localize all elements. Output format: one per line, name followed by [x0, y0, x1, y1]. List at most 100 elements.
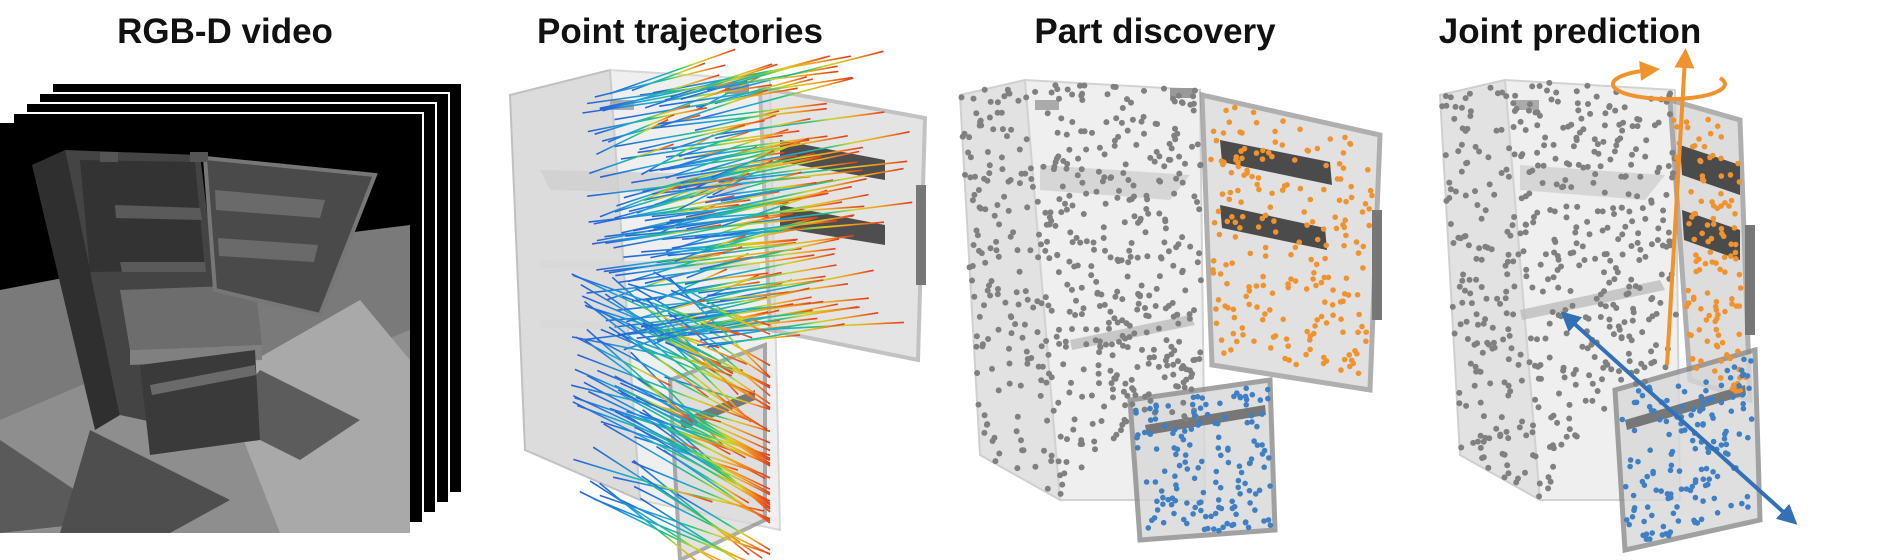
point	[1213, 137, 1220, 144]
point	[1132, 392, 1139, 399]
point	[1325, 274, 1332, 281]
point	[1215, 434, 1222, 441]
trajectory	[586, 328, 694, 424]
point	[1081, 82, 1088, 89]
point	[1539, 180, 1546, 186]
point	[1649, 530, 1655, 536]
trajectory	[641, 475, 763, 559]
point	[1006, 345, 1012, 352]
point	[1125, 259, 1132, 266]
point	[1028, 355, 1035, 361]
point	[995, 387, 1002, 394]
point	[1501, 474, 1508, 481]
point	[1516, 424, 1523, 431]
point	[1243, 402, 1249, 408]
point	[1535, 363, 1541, 370]
trajectory	[632, 459, 750, 556]
point	[1147, 405, 1153, 412]
point	[1247, 250, 1254, 257]
trajectory	[697, 334, 801, 347]
point	[1189, 143, 1195, 150]
point	[1221, 414, 1228, 421]
point	[1558, 441, 1565, 448]
point	[1456, 283, 1463, 290]
point	[1545, 276, 1551, 283]
trajectory	[614, 87, 798, 121]
point	[1269, 290, 1276, 297]
point	[1044, 485, 1051, 492]
point	[1235, 477, 1242, 484]
point	[1187, 101, 1194, 108]
point	[1137, 292, 1143, 299]
point	[1083, 326, 1089, 333]
point	[1034, 298, 1041, 305]
trajectory	[676, 146, 863, 179]
trajectory	[647, 107, 827, 130]
point	[1024, 204, 1031, 211]
point	[1238, 469, 1245, 476]
point	[1342, 134, 1348, 141]
point	[1160, 494, 1166, 501]
trajectory	[719, 269, 874, 302]
point	[991, 212, 998, 219]
point	[1052, 82, 1059, 89]
point	[1074, 172, 1081, 179]
point	[1447, 94, 1454, 101]
point	[1718, 155, 1724, 162]
point	[1251, 438, 1257, 444]
point	[1172, 136, 1179, 143]
point	[972, 173, 978, 180]
point	[1463, 402, 1470, 409]
point	[984, 287, 991, 294]
point	[1656, 164, 1663, 171]
point	[1523, 266, 1530, 273]
point	[1476, 245, 1483, 252]
point	[1152, 479, 1159, 485]
point	[1323, 358, 1330, 364]
point	[1014, 413, 1021, 420]
point	[1024, 360, 1031, 367]
point	[1288, 251, 1294, 258]
point	[1161, 239, 1168, 246]
trajectory	[577, 354, 751, 422]
point	[1013, 428, 1020, 435]
point	[1303, 351, 1309, 358]
point	[1503, 288, 1510, 295]
point	[1352, 348, 1358, 354]
point	[1241, 172, 1247, 178]
trajectory	[586, 80, 748, 105]
point	[1253, 150, 1260, 156]
point	[1220, 130, 1227, 136]
point	[1477, 399, 1484, 406]
point	[1360, 243, 1367, 250]
point	[1170, 262, 1177, 269]
point	[1442, 93, 1449, 100]
point	[1670, 510, 1677, 517]
point	[1175, 383, 1181, 390]
trajectory	[614, 119, 765, 148]
point	[1692, 494, 1699, 501]
point	[1637, 173, 1644, 180]
trajectory	[603, 247, 802, 273]
point	[1013, 289, 1020, 296]
point	[1247, 500, 1253, 506]
point	[1170, 361, 1177, 368]
point	[1259, 215, 1266, 222]
point	[1522, 229, 1529, 236]
point	[1707, 154, 1713, 161]
point	[1479, 455, 1486, 461]
point	[1111, 142, 1118, 149]
point	[1311, 270, 1317, 276]
point	[1688, 189, 1694, 195]
point	[1259, 156, 1266, 162]
trajectory	[641, 134, 714, 176]
point	[999, 126, 1006, 133]
point	[1181, 413, 1188, 420]
point	[994, 99, 1001, 106]
point	[1204, 411, 1211, 418]
point	[1580, 164, 1587, 171]
point	[1641, 482, 1648, 489]
point	[1083, 190, 1090, 197]
point	[1048, 89, 1055, 96]
point	[1261, 464, 1267, 471]
